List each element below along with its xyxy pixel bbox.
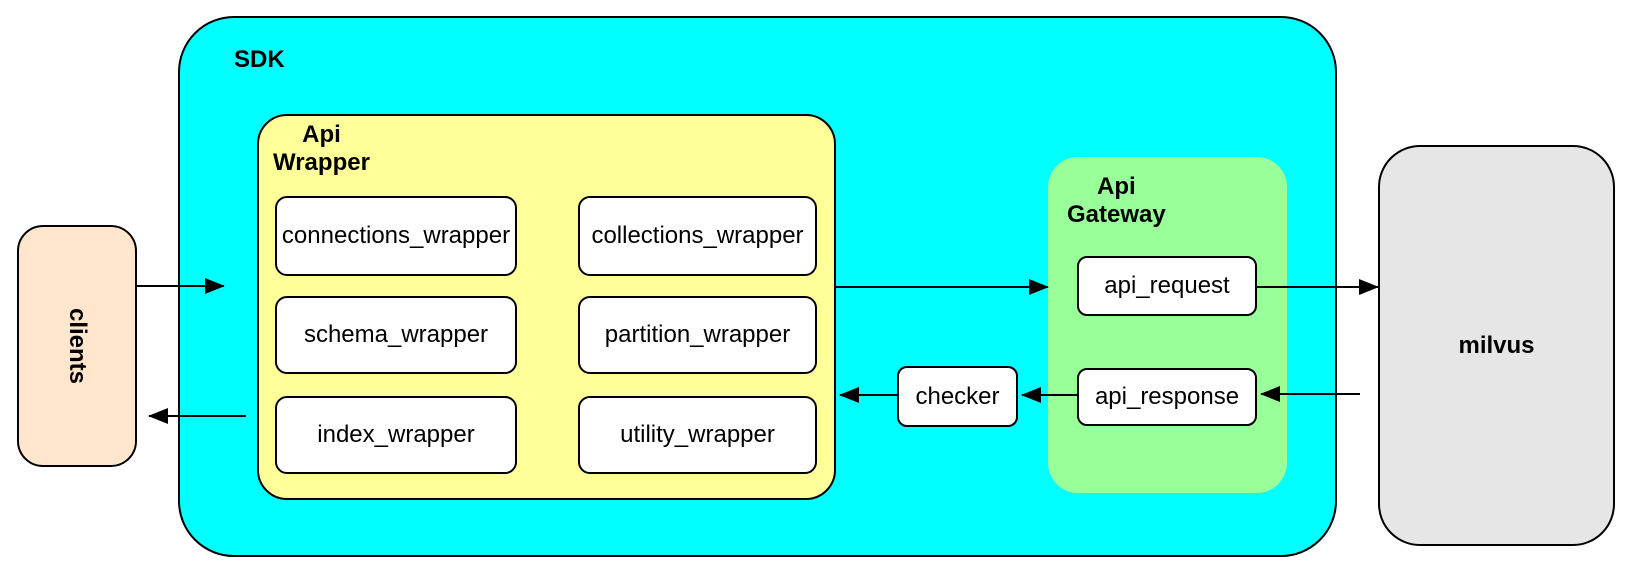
api-wrapper-title-line2: Wrapper bbox=[273, 149, 370, 176]
node-collections-wrapper: collections_wrapper bbox=[578, 196, 817, 276]
api-gateway-title-line2: Gateway bbox=[1067, 201, 1166, 228]
api-wrapper-title-line1: Api bbox=[302, 121, 341, 148]
node-schema-wrapper-label: schema_wrapper bbox=[303, 321, 489, 348]
node-api-request: api_request bbox=[1077, 256, 1257, 316]
milvus-label: milvus bbox=[1458, 331, 1535, 359]
milvus-box: milvus bbox=[1378, 145, 1615, 546]
node-checker: checker bbox=[897, 366, 1018, 427]
node-utility-wrapper-label: utility_wrapper bbox=[620, 421, 775, 448]
api-wrapper-title: Api Wrapper bbox=[273, 121, 370, 177]
node-connections-wrapper: connections_wrapper bbox=[275, 196, 517, 276]
node-schema-wrapper: schema_wrapper bbox=[275, 296, 517, 374]
node-index-wrapper-label: index_wrapper bbox=[317, 421, 475, 448]
api-gateway-title: Api Gateway bbox=[1067, 173, 1166, 229]
sdk-label: SDK bbox=[234, 46, 285, 73]
node-collections-wrapper-label: collections_wrapper bbox=[591, 222, 804, 249]
node-connections-wrapper-label: connections_wrapper bbox=[281, 222, 511, 249]
node-api-response-label: api_response bbox=[1094, 383, 1240, 410]
node-index-wrapper: index_wrapper bbox=[275, 396, 517, 474]
node-api-response: api_response bbox=[1077, 368, 1257, 426]
node-partition-wrapper-label: partition_wrapper bbox=[604, 321, 791, 348]
clients-label: clients bbox=[64, 307, 91, 385]
node-partition-wrapper: partition_wrapper bbox=[578, 296, 817, 374]
node-api-request-label: api_request bbox=[1104, 272, 1230, 299]
api-gateway-container: Api Gateway bbox=[1048, 157, 1287, 493]
node-checker-label: checker bbox=[915, 382, 1000, 410]
clients-box: clients bbox=[17, 225, 137, 467]
api-gateway-title-line1: Api bbox=[1097, 173, 1136, 200]
node-utility-wrapper: utility_wrapper bbox=[578, 396, 817, 474]
